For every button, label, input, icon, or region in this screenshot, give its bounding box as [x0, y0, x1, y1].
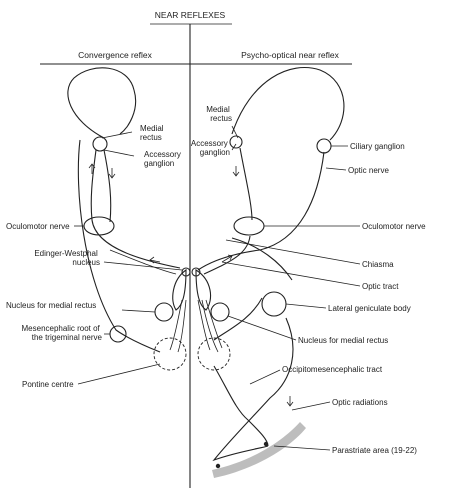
arrow-radiations — [286, 396, 294, 407]
right-oculomotor-ellipse — [233, 216, 265, 236]
label-occipitomesencephalic: Occipitomesencephalic tract — [282, 365, 383, 374]
parastriate-point-a — [215, 463, 221, 469]
leader-nucleus-left — [121, 309, 156, 313]
right-pathway-a — [239, 147, 253, 221]
label-edinger-westphal: Edinger-Westphal nucleus — [34, 249, 100, 267]
label-nucleus-medial-rectus-left: Nucleus for medial rectus — [6, 301, 96, 310]
label-medial-rectus-left: Medial rectus — [140, 124, 166, 142]
arrow-right-ciliary — [232, 166, 240, 177]
label-accessory-ganglion-left: Accessory ganglion — [144, 150, 183, 168]
arrow-left-edinger — [149, 256, 161, 264]
right-nucleus-medial-rectus — [210, 302, 230, 322]
label-nucleus-medial-rectus-right: Nucleus for medial rectus — [298, 336, 388, 345]
right-panel-heading: Psycho-optical near reflex — [241, 50, 340, 60]
left-nucleus-medial-rectus — [154, 302, 174, 322]
leader-geniculate — [285, 303, 327, 309]
left-pontine-centre — [153, 337, 187, 371]
label-optic-radiations: Optic radiations — [332, 398, 388, 407]
label-optic-nerve: Optic nerve — [348, 166, 389, 175]
label-oculomotor-left: Oculomotor nerve — [6, 222, 70, 231]
leader-edinger — [103, 261, 183, 271]
leader-medial-rectus-left — [101, 131, 133, 139]
leader-accessory-left — [103, 149, 135, 157]
right-accessory-ganglion — [229, 135, 243, 149]
arrow-left-up — [88, 163, 96, 174]
right-pathway-b — [203, 235, 251, 275]
optic-radiations — [212, 317, 294, 462]
left-edinger-path — [109, 249, 177, 275]
mesencephalic-root-circle — [109, 325, 127, 343]
left-pathway-inner — [103, 149, 112, 223]
left-head-outline — [67, 67, 137, 139]
midbrain-fibers-right — [197, 299, 223, 353]
right-optic-nerve — [197, 151, 325, 271]
leader-optic-nerve — [325, 167, 347, 171]
parastriate-area-band — [212, 422, 306, 478]
label-accessory-ganglion-right: Accessory ganglion — [191, 139, 230, 157]
right-geniculate-path — [213, 297, 263, 341]
leader-optic-tract — [221, 261, 361, 287]
midbrain-right-lobe — [195, 269, 212, 311]
midbrain-fibers-left — [169, 299, 187, 353]
diagram-title: NEAR REFLEXES — [155, 10, 226, 20]
label-lateral-geniculate: Lateral geniculate body — [328, 304, 411, 313]
leader-parastriate — [273, 445, 331, 451]
left-mesencephalic-path — [77, 139, 161, 353]
leader-nucleus-right — [227, 315, 297, 341]
label-ciliary-ganglion: Ciliary ganglion — [350, 142, 405, 151]
parastriate-point-b — [263, 441, 269, 447]
right-pontine-centre — [197, 337, 231, 371]
occipitomesencephalic-tract — [213, 365, 269, 447]
left-panel-heading: Convergence reflex — [78, 50, 152, 60]
label-mesencephalic-root: Mesencephalic root of the trigeminal ner… — [22, 324, 103, 342]
arrow-left-down — [108, 168, 116, 179]
left-oculomotor-ellipse — [83, 216, 115, 236]
leader-occipito — [249, 369, 281, 385]
leader-pontine — [77, 363, 161, 385]
label-chiasma: Chiasma — [362, 260, 394, 269]
label-pontine-centre: Pontine centre — [22, 380, 74, 389]
leader-accessory-right — [231, 143, 237, 151]
label-parastriate-area: Parastriate area (19-22) — [332, 446, 417, 455]
right-ciliary-ganglion — [316, 138, 332, 154]
edinger-westphal-right-dot — [191, 267, 201, 277]
left-medial-rectus-ganglion — [92, 136, 108, 152]
arrow-right-chiasma — [221, 254, 233, 263]
leader-medial-rectus-right — [231, 125, 239, 139]
right-head-outline — [231, 66, 345, 141]
midbrain-left-lobe — [172, 268, 187, 311]
right-optic-tract — [231, 237, 293, 281]
leader-chiasma — [225, 239, 361, 265]
leader-radiations — [291, 401, 331, 411]
label-medial-rectus-right: Medial rectus — [206, 105, 232, 123]
edinger-westphal-left-dot — [181, 267, 191, 277]
label-optic-tract: Optic tract — [362, 282, 399, 291]
label-oculomotor-right: Oculomotor nerve — [362, 222, 426, 231]
lateral-geniculate-circle — [261, 291, 287, 317]
